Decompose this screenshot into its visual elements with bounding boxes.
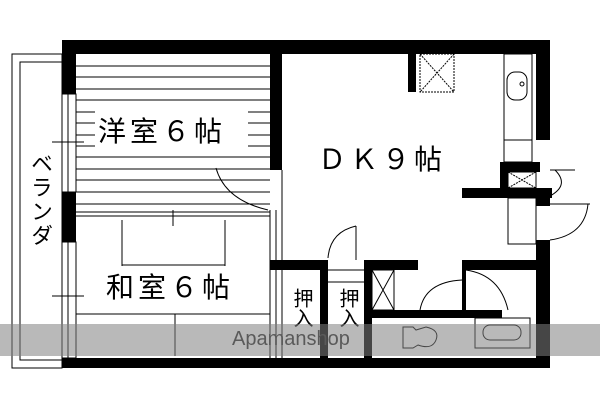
shoe-box [507, 171, 537, 245]
watermark-text: Apamanshop [232, 328, 350, 350]
japanese-room-label: 和室６帖 [106, 271, 235, 304]
windows [61, 93, 77, 359]
storage-x-box [419, 53, 455, 93]
western-room-label: 洋室６帖 [98, 115, 227, 148]
doors [215, 167, 590, 311]
kitchen-counter [503, 53, 533, 163]
veranda-label: ベランダ [27, 152, 52, 248]
watermark-band [0, 324, 600, 356]
closet-2-label: 押入 [336, 288, 360, 328]
dining-kitchen-label: ＤＫ９帖 [318, 143, 447, 176]
closet-1-label: 押入 [290, 288, 314, 328]
